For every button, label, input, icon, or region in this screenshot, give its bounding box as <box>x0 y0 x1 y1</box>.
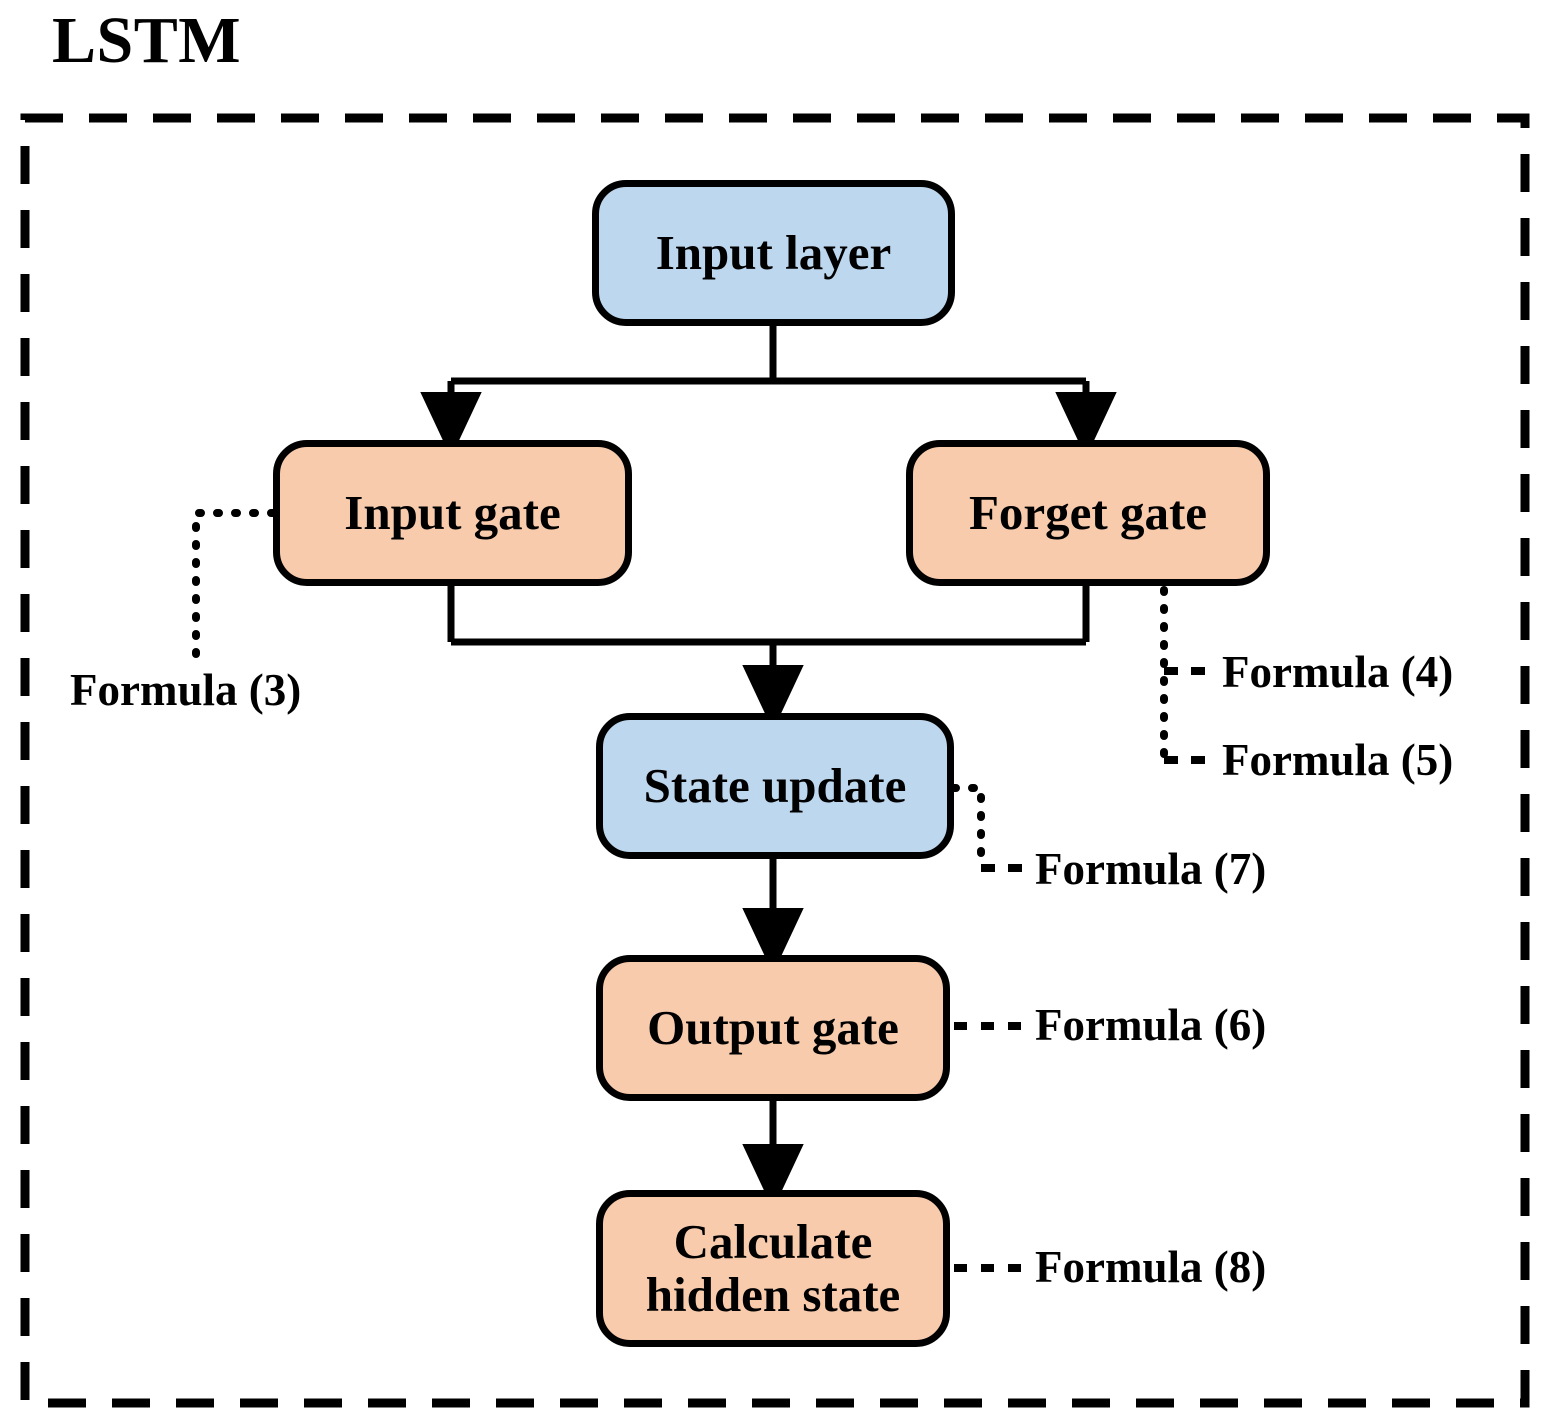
node-output-gate-label: Output gate <box>647 999 899 1055</box>
annotation-formula-5: Formula (5) <box>1222 735 1454 785</box>
annotation-formula-6: Formula (6) <box>1035 1000 1267 1050</box>
lstm-container-border <box>20 113 1530 1408</box>
annotation-formula-3: Formula (3) <box>70 665 302 715</box>
edge-input-layer-to-gates <box>420 326 1117 458</box>
node-input-layer[interactable]: Input layer <box>592 180 955 326</box>
node-state-update[interactable]: State update <box>596 713 954 859</box>
annotation-formula-7: Formula (7) <box>1035 844 1267 894</box>
leader-formula-7-spine <box>950 784 985 872</box>
page-title: LSTM <box>52 4 242 77</box>
node-calculate-hidden-state-text: Calculate hidden state <box>645 1213 901 1322</box>
node-state-update-label: State update <box>643 757 907 813</box>
annotation-formula-8: Formula (8) <box>1035 1242 1267 1292</box>
node-output-gate[interactable]: Output gate <box>596 955 950 1101</box>
leader-formula-3 <box>192 509 277 664</box>
node-input-gate[interactable]: Input gate <box>273 440 632 586</box>
node-calculate-hidden-state[interactable]: Calculate hidden state <box>596 1190 950 1347</box>
annotation-formula-4: Formula (4) <box>1222 647 1454 697</box>
node-calculate-hidden-state-label-line1: Calculate <box>673 1213 873 1269</box>
edge-gates-to-state-update <box>447 586 1090 731</box>
node-input-layer-label: Input layer <box>655 224 892 280</box>
node-forget-gate-label: Forget gate <box>968 484 1208 540</box>
node-forget-gate[interactable]: Forget gate <box>906 440 1270 586</box>
node-input-gate-label: Input gate <box>344 484 561 540</box>
node-calculate-hidden-state-label-line2: hidden state <box>645 1266 901 1322</box>
